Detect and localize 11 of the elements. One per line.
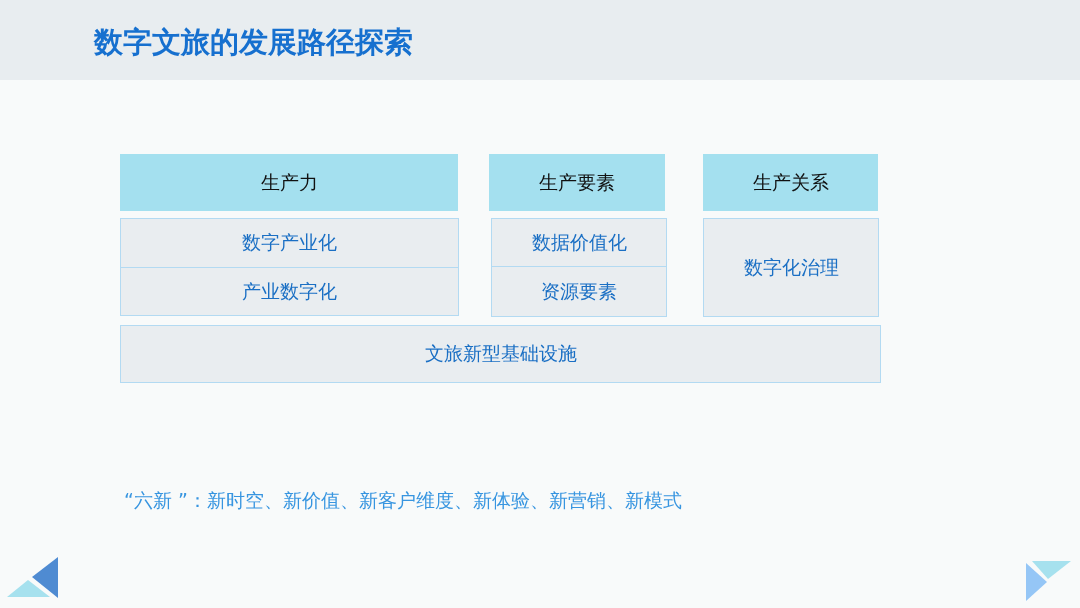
content-box: 数字化治理 bbox=[703, 218, 879, 317]
content-box: 文旅新型基础设施 bbox=[120, 325, 881, 383]
header-box: 生产要素 bbox=[489, 154, 665, 211]
note-text: “六新 ”：新时空、新价值、新客户维度、新体验、新营销、新模式 bbox=[124, 488, 682, 513]
content-box: 数字产业化 bbox=[120, 218, 459, 268]
header-box: 生产关系 bbox=[703, 154, 878, 211]
header-box: 生产力 bbox=[120, 154, 458, 211]
title: 数字文旅的发展路径探索 bbox=[94, 24, 413, 61]
content-box: 产业数字化 bbox=[120, 267, 459, 316]
content-box: 数据价值化 bbox=[491, 218, 667, 267]
content-box: 资源要素 bbox=[491, 266, 667, 317]
